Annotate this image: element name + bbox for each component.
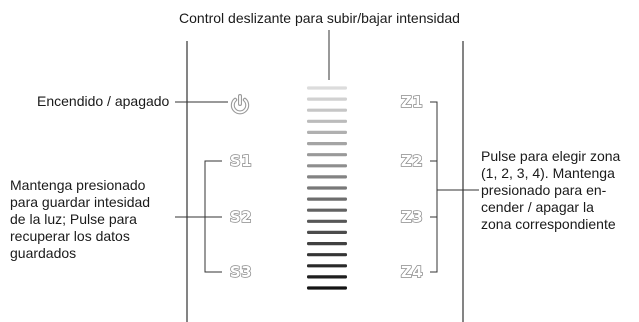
scene-note-line: recuperar los datos <box>10 228 130 244</box>
slider-level-bar[interactable] <box>307 175 347 179</box>
slider-level-bar[interactable] <box>307 219 347 223</box>
zone-button-z3[interactable]: Z3 <box>400 207 424 227</box>
zone-note-line: (1, 2, 3, 4). Mantenga <box>481 165 615 181</box>
zone-note-line: presionado para en- <box>481 182 607 198</box>
slider-level-bar[interactable] <box>307 275 347 279</box>
slider-level-bar[interactable] <box>307 130 347 134</box>
slider-level-bar[interactable] <box>307 253 347 257</box>
zone-note: Pulse para elegir zona (1, 2, 3, 4). Man… <box>481 148 639 233</box>
zone-note-line: zona correspondiente <box>481 216 616 232</box>
slider-caption: Control deslizante para subir/bajar inte… <box>179 10 460 26</box>
slider-level-bar[interactable] <box>307 186 347 190</box>
dimming-slider[interactable] <box>300 0 360 322</box>
scene-note-line: Mantenga presionado <box>10 177 146 193</box>
zone-button-z4[interactable]: Z4 <box>400 262 424 282</box>
scene-note-line: de la luz; Pulse para <box>10 211 137 227</box>
power-icon[interactable] <box>229 94 251 116</box>
slider-level-bar[interactable] <box>307 208 347 212</box>
slider-level-bar[interactable] <box>307 264 347 268</box>
zone-button-z2[interactable]: Z2 <box>400 151 424 171</box>
scene-button-s3[interactable]: S3 <box>229 262 253 282</box>
scene-button-s1[interactable]: S1 <box>229 151 253 171</box>
slider-level-bar[interactable] <box>307 119 347 123</box>
scene-note-line: guardados <box>10 245 77 261</box>
power-caption: Encendido / apagado <box>37 93 170 109</box>
zone-note-line: cender / apagar la <box>481 199 594 215</box>
zone-bracket <box>430 101 438 273</box>
slider-level-bar[interactable] <box>307 197 347 201</box>
slider-level-bar[interactable] <box>307 142 347 146</box>
slider-level-bar[interactable] <box>307 242 347 246</box>
slider-level-bar[interactable] <box>307 286 347 290</box>
slider-level-bar[interactable] <box>307 108 347 112</box>
scene-note-line: para guardar intesidad <box>10 194 151 210</box>
scene-note: Mantenga presionado para guardar intesid… <box>10 177 185 262</box>
zone-note-line: Pulse para elegir zona <box>481 148 621 164</box>
slider-level-bar[interactable] <box>307 97 347 101</box>
scene-button-s2[interactable]: S2 <box>229 207 253 227</box>
slider-level-bar[interactable] <box>307 230 347 234</box>
slider-level-bar[interactable] <box>307 164 347 168</box>
slider-level-bar[interactable] <box>307 153 347 157</box>
slider-level-bar[interactable] <box>307 86 347 90</box>
zone-button-z1[interactable]: Z1 <box>400 92 424 112</box>
